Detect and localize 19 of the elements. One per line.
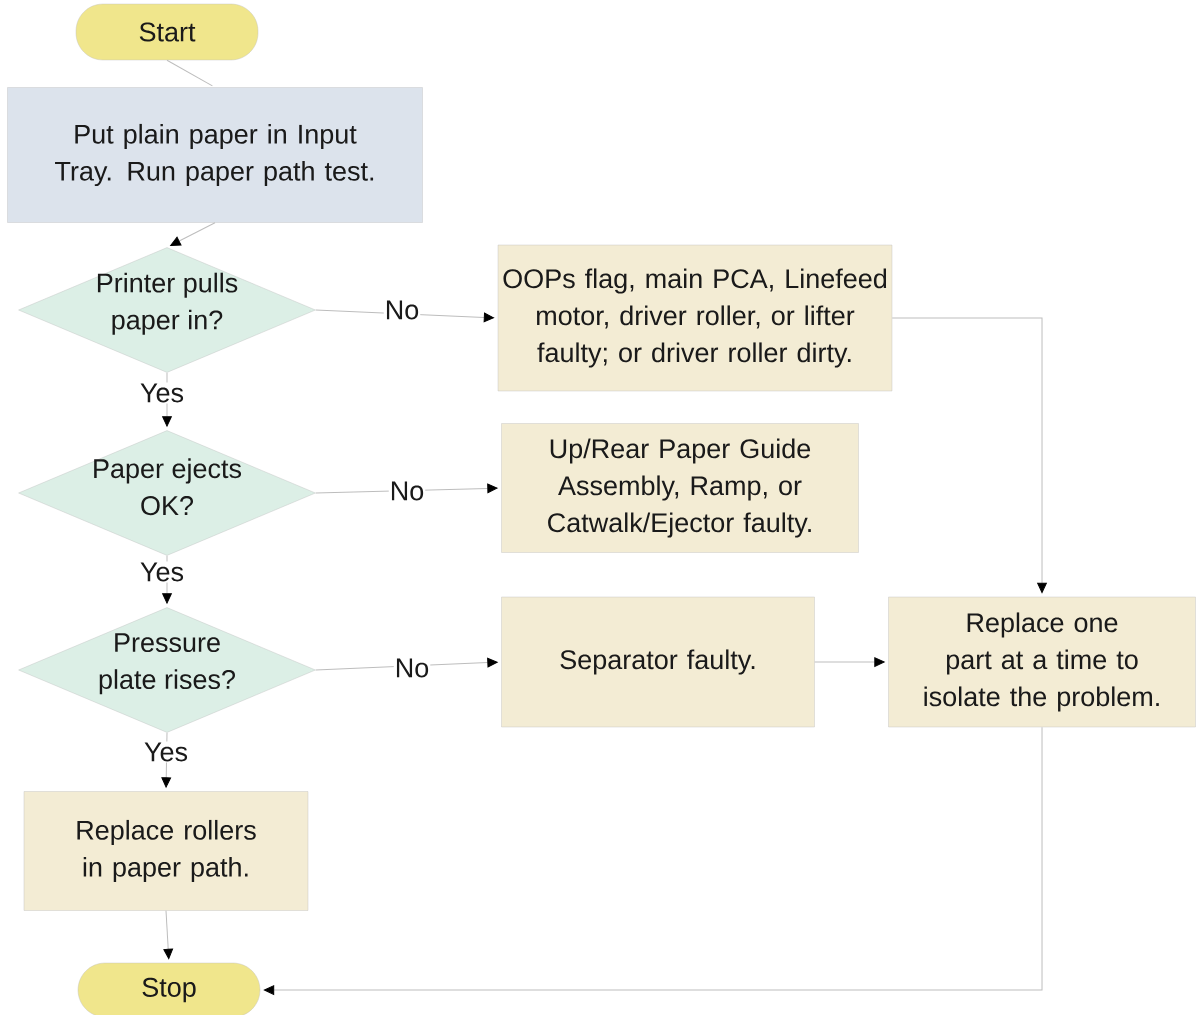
arrow	[814, 657, 885, 667]
edge-label: Yes	[139, 382, 186, 404]
process-box: Put plain paper in Input Tray. Run paper path test.	[7, 87, 423, 223]
arrow	[163, 910, 174, 960]
arrow	[161, 732, 172, 788]
process-box: OOPs flag, main PCA, Linefeed motor, driver roller, or lifter faulty; or driver roller dirty.	[497, 244, 893, 392]
terminal-oval: Stop	[77, 962, 261, 1015]
arrow	[263, 726, 1043, 995]
edge-label: No	[393, 657, 431, 679]
process-box: Up/Rear Paper Guide Assembly, Ramp, or Catwalk/Ejector faulty.	[501, 423, 859, 553]
process-box: Replace rollers in paper path.	[23, 791, 309, 911]
edge-label: No	[388, 480, 426, 502]
edge-label: No	[383, 299, 421, 321]
process-box: Replace one part at a time to isolate the problem.	[888, 596, 1196, 728]
arrow	[891, 317, 1047, 594]
edge-label: Yes	[139, 561, 186, 583]
edge-label: Yes	[143, 741, 190, 763]
process-box: Separator faulty.	[501, 596, 815, 728]
arrow	[170, 222, 216, 246]
